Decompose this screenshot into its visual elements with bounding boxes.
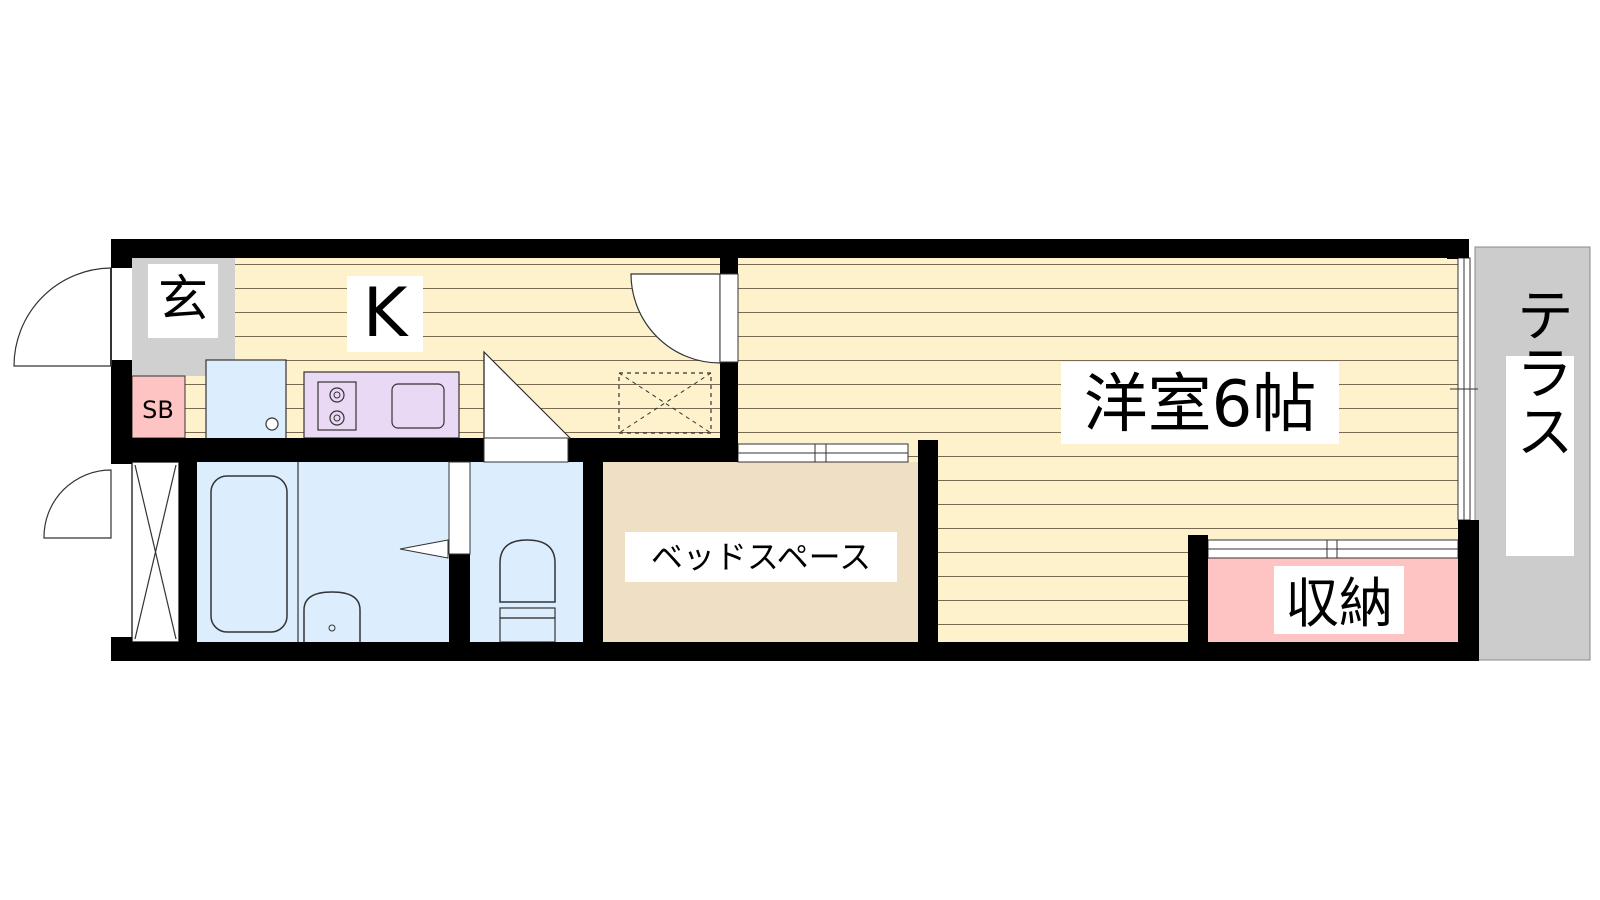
walls	[111, 239, 1479, 661]
toilet-area	[470, 462, 583, 642]
toilet-door[interactable]	[448, 461, 471, 555]
shoe-box-label: SB	[142, 396, 174, 424]
entrance-door[interactable]	[13, 267, 112, 367]
western-room-label: 洋室6帖	[1084, 368, 1317, 442]
bath-area	[197, 462, 449, 642]
closet-door[interactable]	[43, 469, 112, 539]
storage-label: 収納	[1285, 572, 1393, 635]
bathroom-door[interactable]	[483, 350, 571, 463]
washer-space	[618, 372, 712, 434]
washbasin	[303, 591, 361, 642]
terrace-label: テラス	[1506, 285, 1574, 459]
genkan-label: 玄	[158, 270, 208, 328]
toilet	[499, 539, 556, 603]
bathtub	[210, 475, 288, 633]
bed-space-label: ベッドスペース	[651, 538, 871, 576]
cooktop	[303, 371, 460, 439]
kitchen-label: K	[363, 274, 410, 353]
room-door[interactable]	[630, 273, 739, 364]
